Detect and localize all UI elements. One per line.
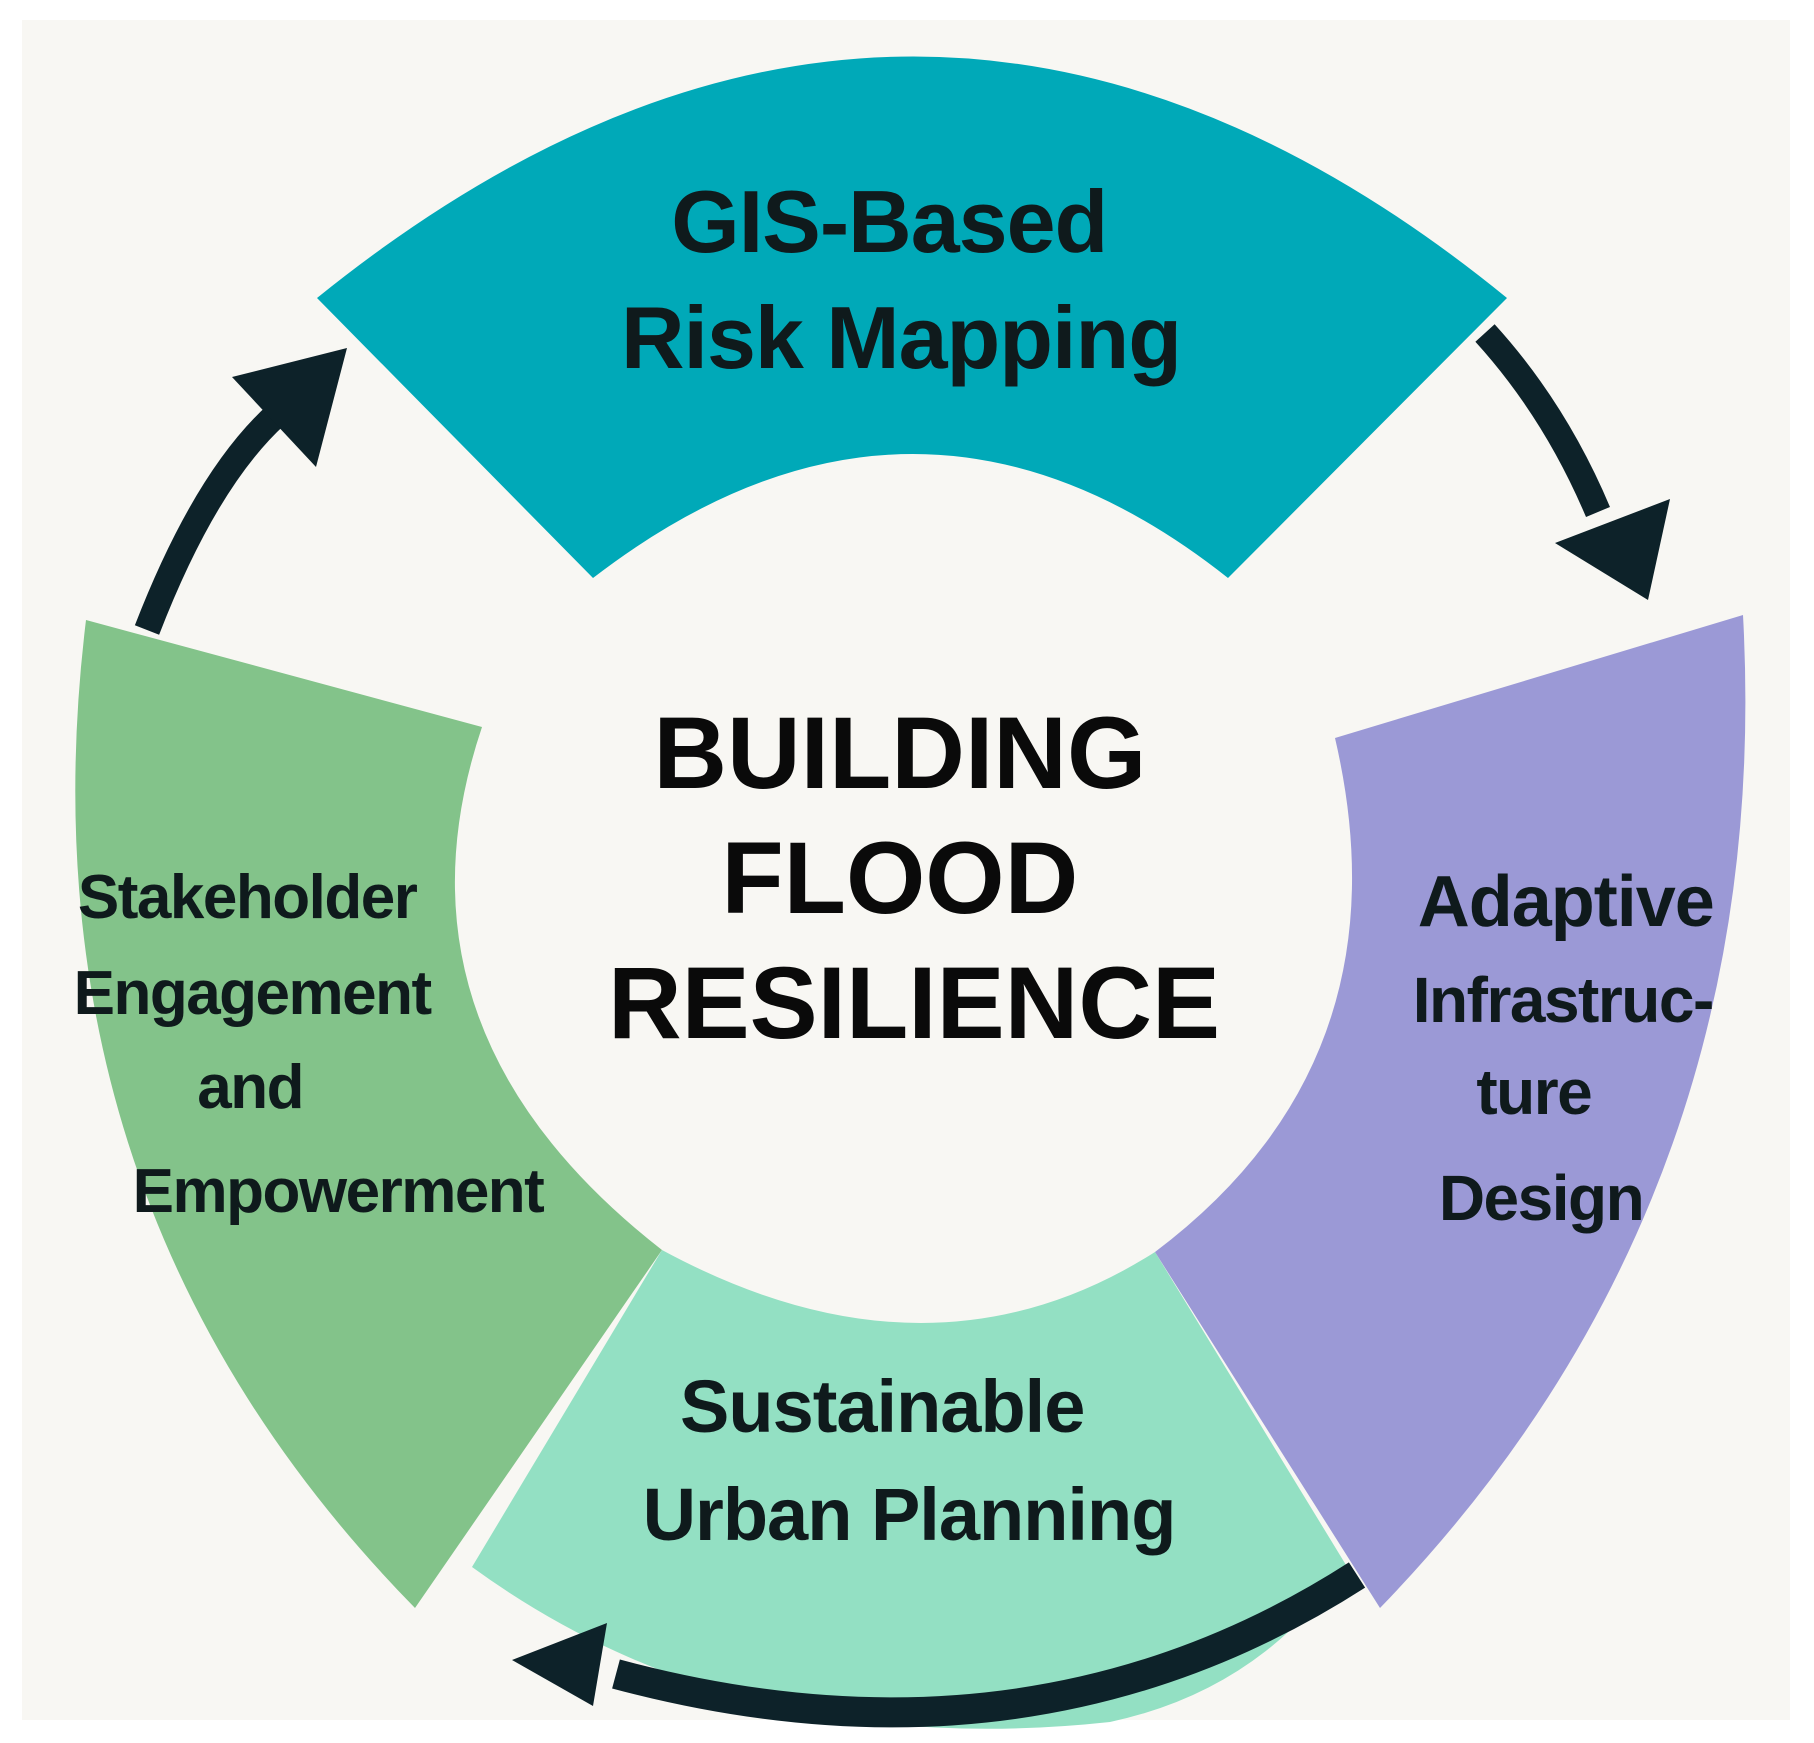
arrow-bottom-to-left-shaft bbox=[612, 1562, 1366, 1728]
segment-sustainable-urban-planning bbox=[472, 1250, 1346, 1729]
segment-stakeholder-engagement bbox=[75, 620, 662, 1608]
label-line: Design bbox=[1439, 1162, 1643, 1234]
arrow-left-to-top-head bbox=[232, 348, 347, 467]
center-title-line: BUILDING bbox=[653, 696, 1146, 810]
segment-adaptive-infrastructure bbox=[1155, 615, 1746, 1608]
label-line: Engagement bbox=[74, 959, 432, 1028]
center-title-line: FLOOD bbox=[721, 821, 1078, 935]
segment-label-left: Stakeholder Engagement and Empowerment bbox=[74, 863, 545, 1226]
segment-label-right: Adaptive Infrastruc- ture Design bbox=[1413, 862, 1718, 1234]
label-line: Stakeholder bbox=[78, 863, 418, 932]
center-title-line: RESILIENCE bbox=[608, 946, 1220, 1060]
label-line: Empowerment bbox=[133, 1157, 545, 1226]
label-line: Infrastruc- bbox=[1413, 964, 1713, 1036]
label-line: ture bbox=[1476, 1056, 1591, 1128]
label-line: Sustainable bbox=[680, 1365, 1084, 1448]
label-line: GIS-Based bbox=[671, 172, 1107, 271]
label-line: Adaptive bbox=[1418, 862, 1714, 942]
arrow-top-to-right-shaft bbox=[1475, 324, 1610, 518]
label-line: Urban Planning bbox=[643, 1473, 1176, 1556]
center-title: BUILDING FLOOD RESILIENCE bbox=[608, 696, 1220, 1060]
cycle-arrows bbox=[134, 324, 1670, 1728]
segment-label-top: GIS-Based Risk Mapping bbox=[621, 172, 1181, 387]
segment-gis-risk-mapping bbox=[317, 56, 1507, 578]
arrow-bottom-to-left-head bbox=[512, 1623, 607, 1706]
label-line: and bbox=[197, 1053, 303, 1122]
arrow-top-to-right-head bbox=[1555, 499, 1670, 600]
segment-label-bottom: Sustainable Urban Planning bbox=[643, 1365, 1176, 1556]
arrow-left-to-top-shaft bbox=[134, 405, 285, 635]
label-line: Risk Mapping bbox=[621, 288, 1181, 387]
